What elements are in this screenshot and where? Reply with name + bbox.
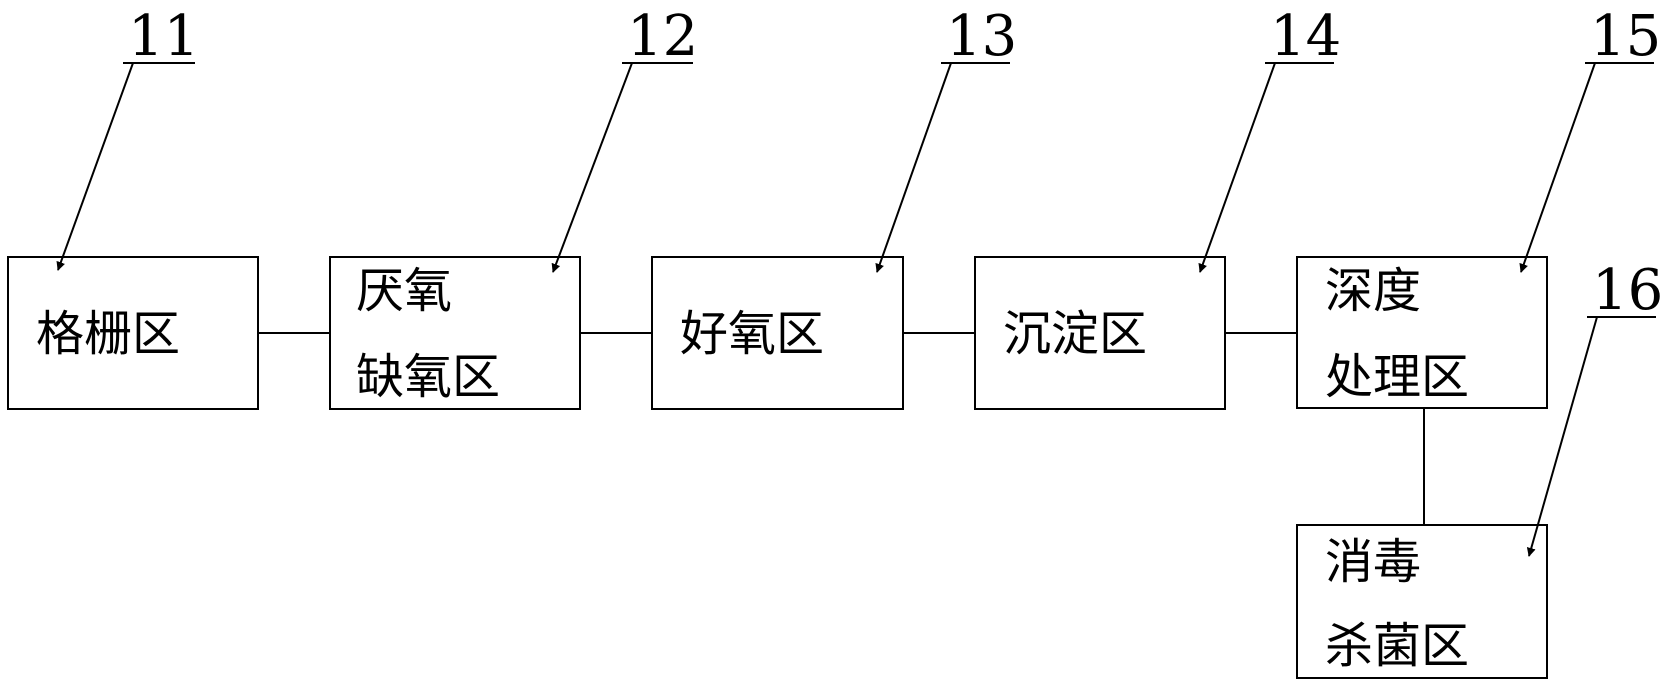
box-grille-label: 格栅区: [36, 306, 180, 362]
callout-15: 15: [1519, 4, 1661, 273]
box-anaerobic-anoxic: 厌氧 缺氧区: [329, 256, 581, 410]
box-aerobic-label: 好氧区: [680, 306, 824, 362]
leader-arrow-15: [1519, 62, 1596, 273]
leader-arrow-12: [551, 62, 633, 273]
ref-number-12: 12: [627, 4, 698, 69]
ref-number-14: 14: [1270, 4, 1341, 69]
box-disinfection-label-line1: 消毒: [1325, 534, 1421, 590]
box-aerobic: 好氧区: [651, 256, 904, 410]
ref-number-13: 13: [946, 4, 1017, 69]
leader-arrow-11: [56, 62, 134, 271]
box-advanced-treatment-frame: [1296, 256, 1548, 409]
ref-number-11: 11: [128, 4, 199, 69]
ref-number-15: 15: [1590, 4, 1661, 69]
ref-number-16: 16: [1592, 258, 1663, 323]
box-advanced-treatment: 深度 处理区: [1296, 256, 1548, 409]
leader-arrow-13: [875, 62, 952, 273]
leader-arrow-16: [1526, 316, 1598, 557]
callout-13: 13: [875, 4, 1017, 273]
box-disinfection: 消毒 杀菌区: [1296, 524, 1548, 679]
box-grille-frame: [7, 256, 259, 410]
box-aerobic-frame: [651, 256, 904, 410]
box-disinfection-label-line2: 杀菌区: [1325, 618, 1469, 674]
callout-12: 12: [551, 4, 698, 273]
box-anaerobic-anoxic-label-line2: 缺氧区: [356, 349, 500, 405]
box-sedimentation-label: 沉淀区: [1003, 306, 1147, 362]
box-sedimentation-frame: [974, 256, 1226, 410]
box-anaerobic-anoxic-frame: [329, 256, 581, 410]
box-advanced-treatment-label-line2: 处理区: [1325, 349, 1469, 405]
box-advanced-treatment-label-line1: 深度: [1325, 263, 1421, 319]
box-anaerobic-anoxic-label-line1: 厌氧: [356, 263, 452, 319]
callout-16: 16: [1526, 258, 1663, 557]
callout-11: 11: [56, 4, 199, 271]
box-disinfection-frame: [1296, 524, 1548, 679]
box-sedimentation: 沉淀区: [974, 256, 1226, 410]
box-grille: 格栅区: [7, 256, 259, 410]
leader-arrow-14: [1198, 62, 1276, 273]
callout-14: 14: [1198, 4, 1341, 273]
